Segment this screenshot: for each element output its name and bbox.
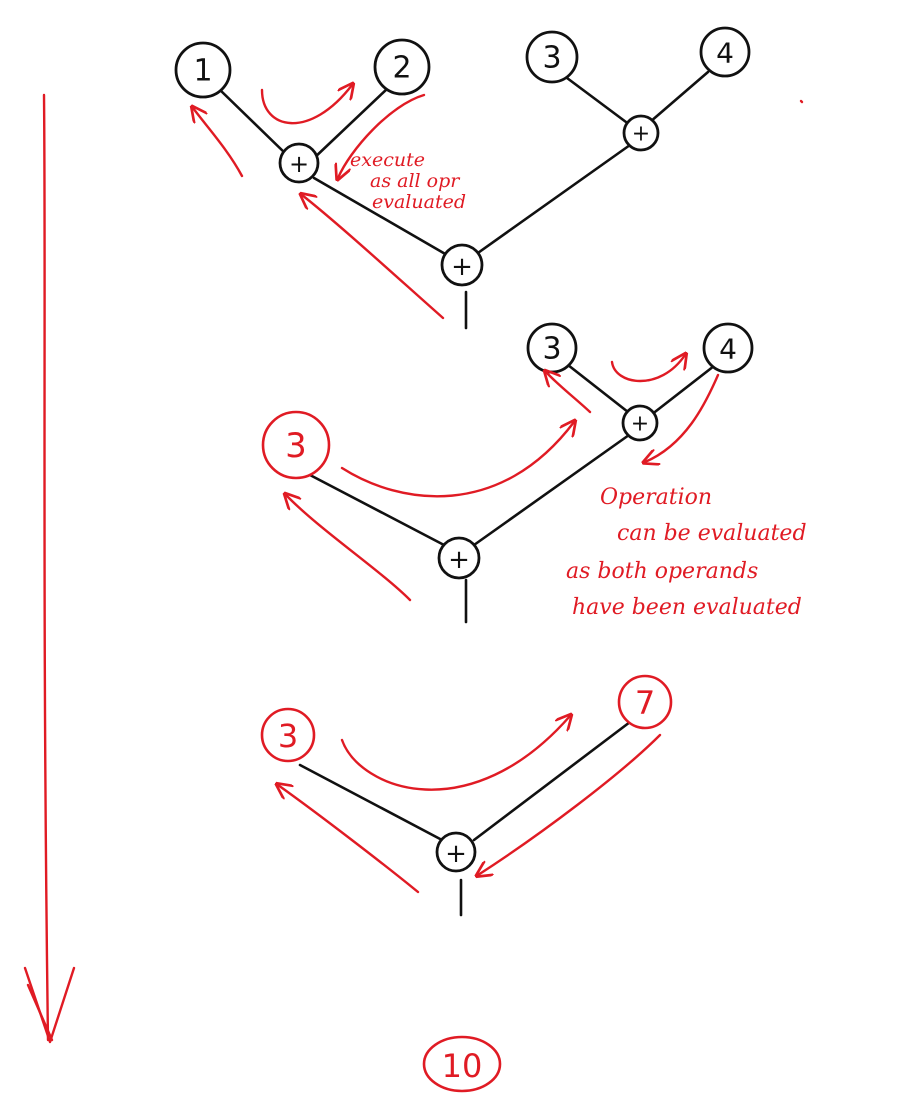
edge: [472, 433, 631, 547]
traversal-arrow: [610, 355, 685, 383]
traversal-arrow: [478, 733, 662, 875]
svg-text:3: 3: [542, 332, 561, 367]
edge: [216, 86, 289, 157]
traversal-arrow: [302, 195, 445, 320]
svg-text:2: 2: [392, 51, 411, 86]
traversal-arrow: [193, 108, 244, 178]
leaf-node-3: 3: [526, 322, 578, 374]
operator-node-root: +: [435, 831, 477, 873]
operator-node-inner: +: [621, 404, 659, 442]
traversal-arrow: [260, 85, 352, 125]
edge: [312, 176, 449, 257]
edge: [310, 86, 390, 162]
traversal-arrow: [338, 93, 426, 178]
evaluated-value-node-left: 3: [260, 707, 316, 763]
operator-node-right: +: [622, 114, 660, 152]
leaf-node-4: 4: [702, 322, 754, 374]
evaluated-value-node-left: 3: [261, 410, 331, 480]
edge: [298, 763, 444, 842]
svg-text:+: +: [631, 412, 649, 437]
svg-text:7: 7: [635, 684, 655, 722]
edge: [473, 143, 632, 257]
svg-text:+: +: [632, 122, 650, 147]
svg-text:3: 3: [278, 717, 298, 755]
edge: [308, 473, 446, 547]
operator-node-left: +: [278, 142, 320, 184]
traversal-arrow: [278, 785, 420, 894]
svg-text:+: +: [445, 839, 467, 869]
evaluated-value-node-right: 7: [617, 674, 673, 730]
traversal-arrow: [340, 716, 570, 791]
traversal-arrow: [546, 372, 592, 414]
edge: [648, 70, 710, 124]
time-arrow: [23, 93, 76, 1044]
leaf-node-1: 1: [174, 41, 232, 99]
traversal-arrow: [340, 422, 574, 498]
leaf-node-3: 3: [525, 30, 579, 84]
stage2-tree: 3 3 4 + + Operation can be evaluated as …: [261, 322, 814, 624]
result-node: 10: [422, 1035, 502, 1093]
edge: [472, 720, 632, 842]
edge: [561, 73, 632, 127]
traversal-arrow: [286, 495, 412, 602]
leaf-node-4: 4: [699, 26, 751, 78]
leaf-node-2: 2: [373, 38, 431, 96]
svg-text:4: 4: [719, 333, 737, 366]
svg-text:+: +: [289, 150, 309, 178]
traversal-arrow: [645, 373, 720, 462]
operator-node-root: +: [437, 536, 481, 580]
svg-text:+: +: [451, 252, 473, 282]
dot: [799, 99, 804, 104]
svg-text:4: 4: [716, 37, 734, 70]
stage2-note: Operation can be evaluated as both opera…: [566, 485, 814, 620]
operator-node-root: +: [440, 243, 484, 287]
svg-text:10: 10: [442, 1047, 483, 1085]
stage1-note: execute as all opr evaluated: [350, 149, 466, 213]
edge: [566, 363, 630, 414]
svg-text:1: 1: [193, 54, 212, 89]
svg-text:+: +: [448, 545, 470, 575]
edge: [649, 364, 716, 417]
stage1-tree: 1 2 3 4 + + +: [174, 26, 804, 330]
stage3-tree: 3 7 +: [260, 674, 673, 917]
svg-text:3: 3: [542, 41, 561, 76]
svg-text:3: 3: [285, 426, 307, 466]
